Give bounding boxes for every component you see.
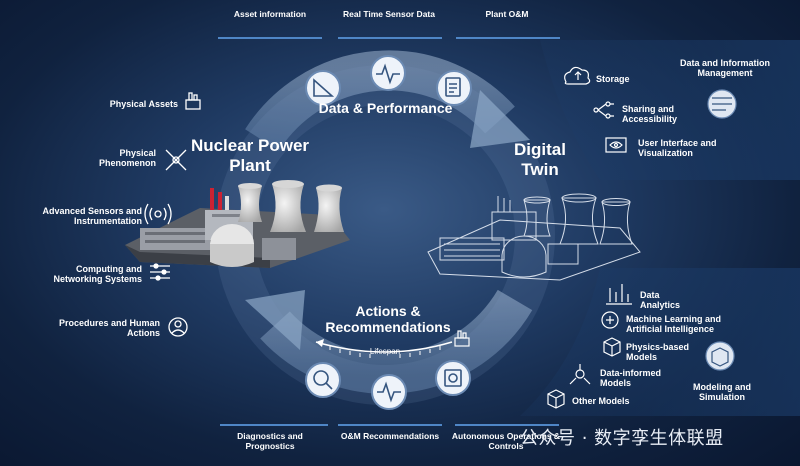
left-icons [144,92,201,337]
modeling-simulation-title: Modeling and Simulation [693,382,751,403]
machine-learning-label: Machine Learning and Artificial Intellig… [626,314,722,335]
cycle-arrowheads [245,90,530,350]
bottom-divider-3 [455,424,559,426]
physics-based-models-label: Physics-based Models [626,342,690,363]
lifespan-label: Lifespan [369,347,401,356]
watermark-text: 公众号 · 数字孪生体联盟 [520,428,724,449]
storage-label: Storage [596,74,630,84]
computing-networking-label: Computing and Networking Systems [53,264,142,285]
nuclear-plant-illustration [125,180,350,268]
top-divider-3 [456,37,560,39]
data-analytics-label: Data Analytics [640,290,681,311]
sharing-accessibility-label: Sharing and Accessibility [622,104,678,125]
physical-assets-label: Physical Assets [109,99,178,109]
data-management-panel [540,40,800,180]
lifespan-plant-icon [454,330,470,347]
lifespan-arrow [315,341,453,353]
bottom-divider-2 [338,424,442,426]
data-performance-title: Data & Performance [318,100,453,116]
data-management-title: Data and Information Management [679,58,770,79]
bottom-label-om-recommendations: O&M Recommendations [340,431,440,441]
top-label-plant-om: Plant O&M [485,9,529,19]
physical-phenomenon-label: Physical Phenomenon [98,148,156,169]
top-divider-1 [218,37,322,39]
digital-twin-title: Digital Twin [514,140,566,179]
actions-recommendations-title: Actions & Recommendations [325,303,451,336]
procedures-human-actions-label: Procedures and Human Actions [58,318,160,339]
bottom-label-autonomous-operations: Autonomous Operations & Controls [451,431,561,451]
bottom-divider-1 [220,424,328,426]
data-informed-models-label: Data-informed Models [600,368,662,389]
other-models-label: Other Models [572,396,630,406]
modeling-panel [520,268,800,416]
advanced-sensors-label: Advanced Sensors and Instrumentation [42,206,142,227]
top-divider-2 [338,37,442,39]
nuclear-power-plant-title: Nuclear Power Plant [190,136,310,175]
top-label-real-time-sensor-data: Real Time Sensor Data [343,9,435,19]
bottom-label-diagnostics: Diagnostics and Prognostics [237,431,303,451]
top-label-asset-information: Asset information [233,9,307,19]
right-icons [547,66,737,409]
digital-twin-wireframe [427,193,641,281]
user-interface-label: User Interface and Visualization [638,138,717,159]
